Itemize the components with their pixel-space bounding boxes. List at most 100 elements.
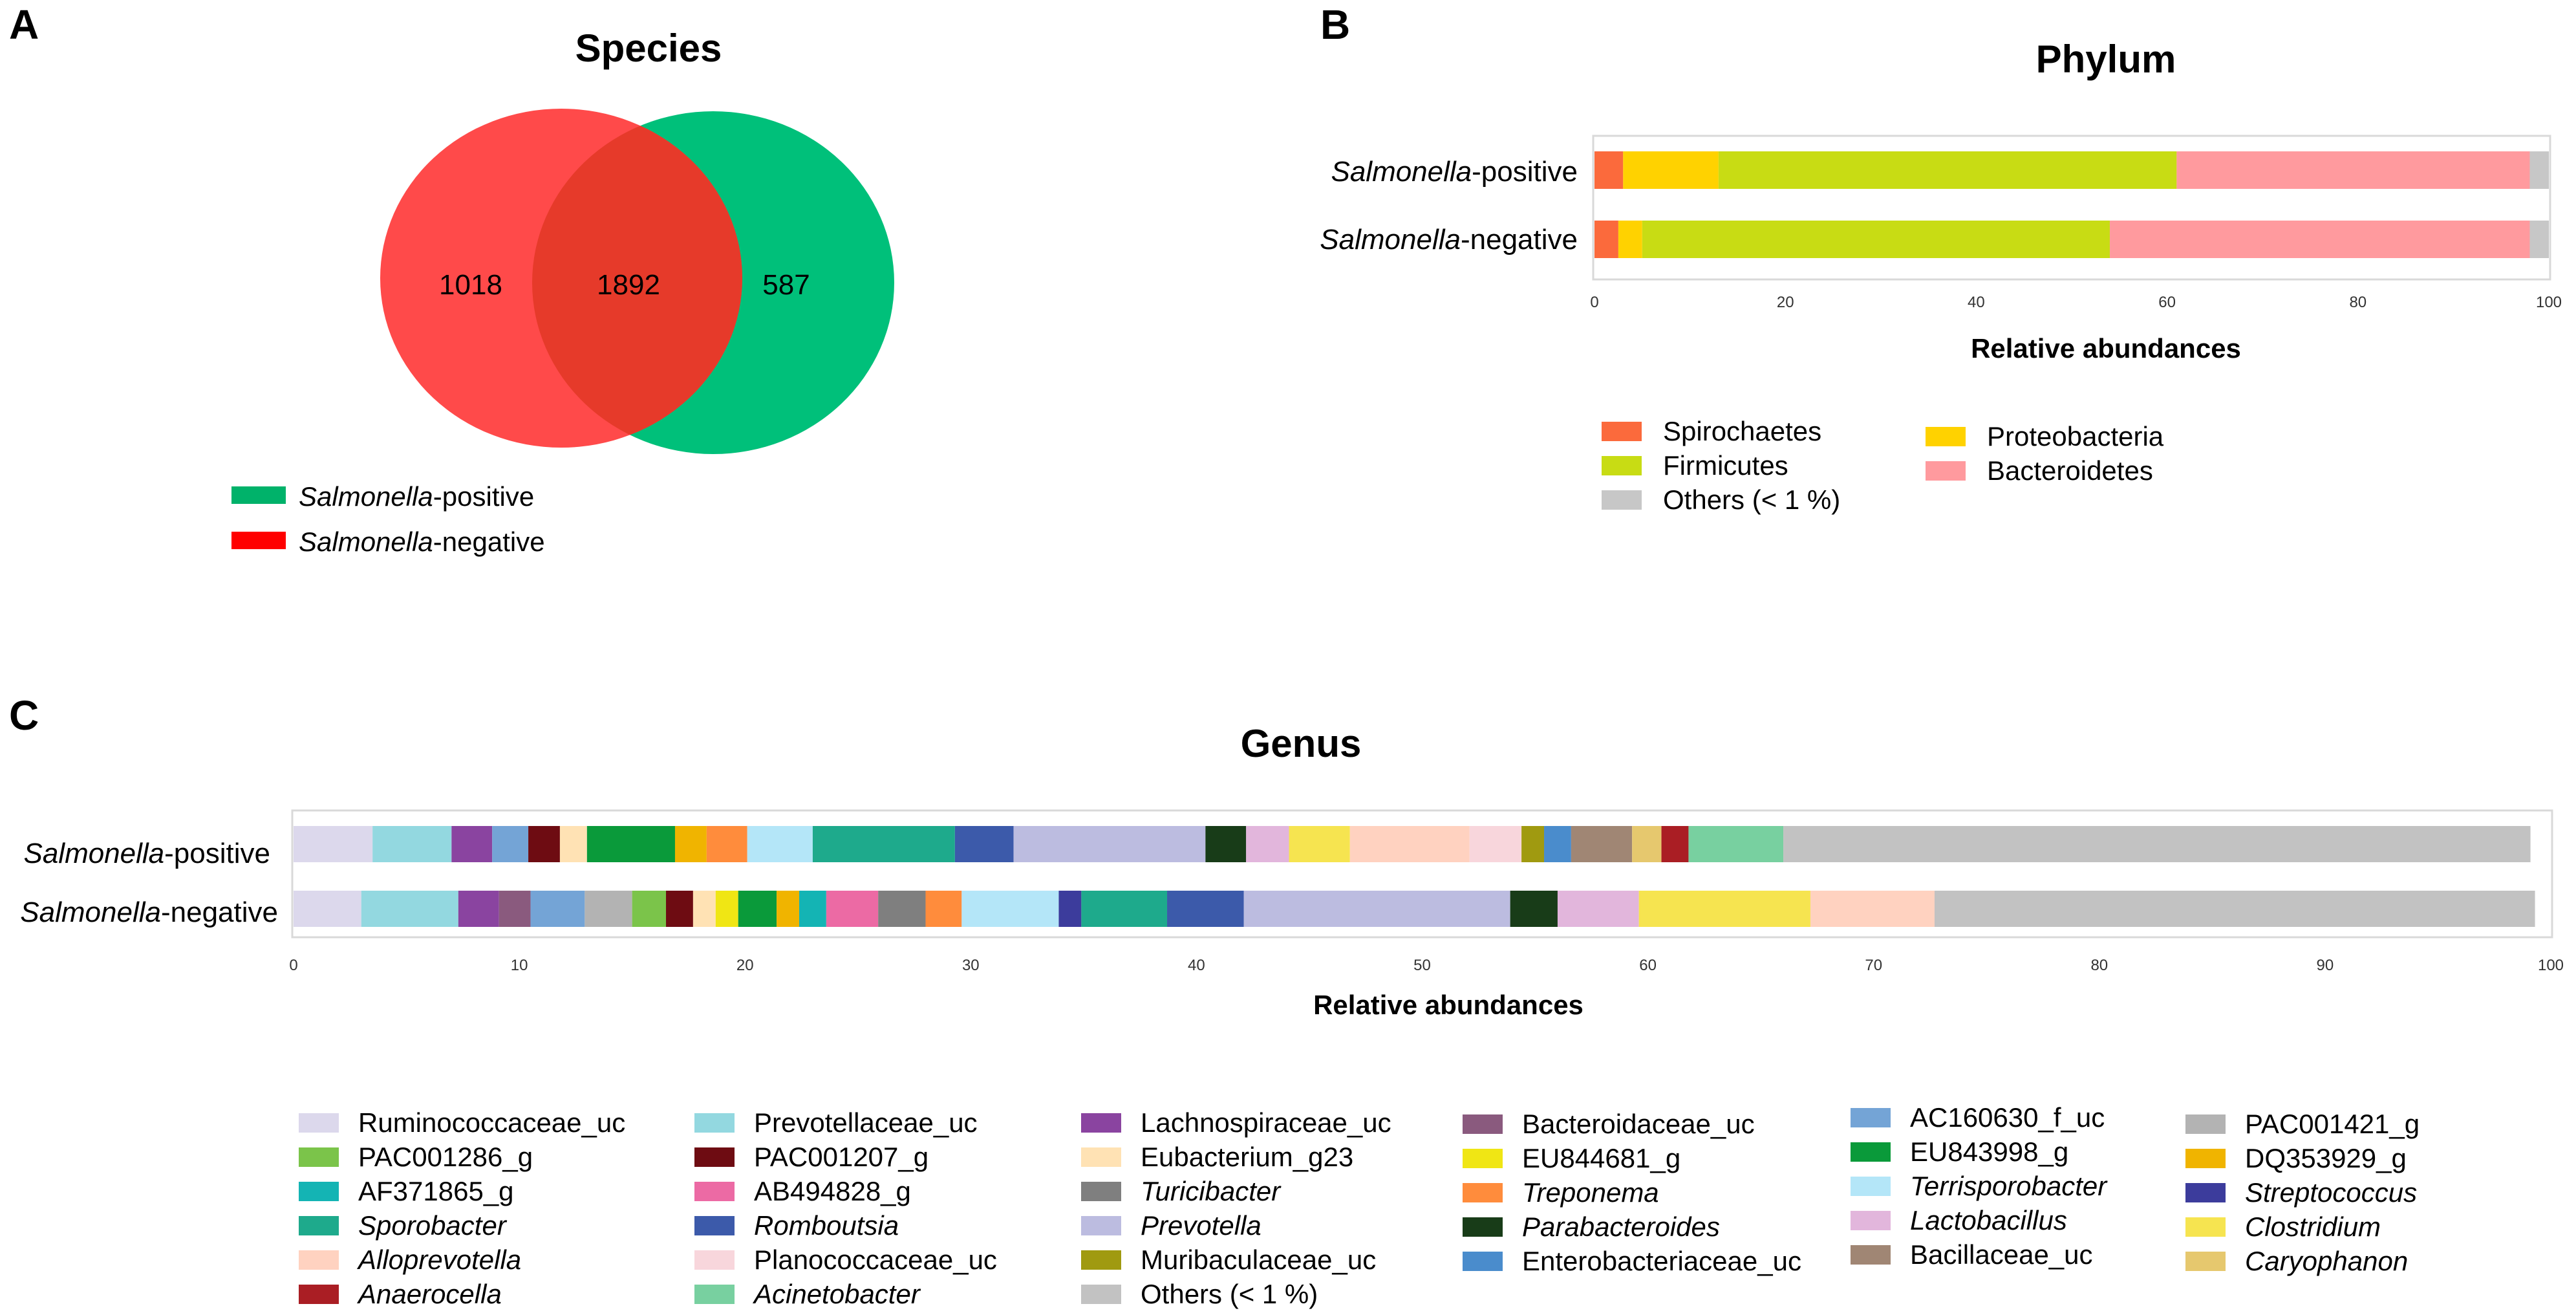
genus-bar-negative-terrisporobacter: [961, 891, 1059, 927]
genus-legend-swatch-eu844681-g: [1463, 1149, 1503, 1168]
genus-legend-label-dq353929-g: DQ353929_g: [2245, 1143, 2407, 1173]
venn-legend-label-negative: Salmonella-negative: [299, 527, 545, 557]
genus-legend-label-af371865-g: AF371865_g: [358, 1176, 514, 1206]
genus-legend-swatch-ruminococcaceae-uc: [299, 1113, 339, 1133]
venn-legend-swatch-positive: [231, 486, 286, 504]
genus-bar-positive-treponema: [706, 826, 747, 862]
genus-bar-negative-af371865-g: [799, 891, 826, 927]
phylum-legend-swatch-bacteroidetes: [1926, 461, 1966, 481]
phylum-legend-label-firmicutes: Firmicutes: [1663, 450, 1788, 481]
genus-legend-label-bacteroidaceae-uc: Bacteroidaceae_uc: [1522, 1109, 1755, 1139]
genus-bar-positive-caryophanon: [1632, 826, 1662, 862]
phylum-bar-negative-firmicutes: [1642, 221, 2110, 258]
genus-bar-negative-pac001421-g: [585, 891, 632, 927]
genus-bar-positive-bacillaceae-uc: [1571, 826, 1633, 862]
phylum-bars: [1594, 151, 2549, 258]
genus-legend-swatch-others-1: [1081, 1285, 1121, 1304]
genus-x-tick: 70: [1865, 957, 1882, 974]
genus-legend-swatch-prevotella: [1081, 1216, 1121, 1235]
genus-legend-swatch-terrisporobacter: [1851, 1177, 1891, 1196]
genus-legend-label-ab494828-g: AB494828_g: [754, 1176, 911, 1206]
phylum-bar-positive-firmicutes: [1718, 151, 2177, 189]
genus-bar-positive-eu843998-g: [586, 826, 675, 862]
genus-legend-swatch-bacteroidaceae-uc: [1463, 1114, 1503, 1134]
genus-legend-swatch-clostridium: [2185, 1217, 2226, 1237]
genus-bar-positive-pac001207-g: [528, 826, 560, 862]
genus-legend-swatch-planococcaceae-uc: [694, 1250, 735, 1270]
genus-bar-positive-others-1: [1783, 826, 2531, 862]
venn-title: Species: [575, 27, 722, 70]
venn-legend-label-positive: Salmonella-positive: [299, 481, 534, 512]
genus-legend-label-eu843998-g: EU843998_g: [1910, 1136, 2068, 1167]
genus-x-tick: 10: [511, 957, 528, 974]
genus-legend-label-enterobacteriaceae-uc: Enterobacteriaceae_uc: [1522, 1246, 1801, 1276]
genus-legend-label-prevotella: Prevotella: [1141, 1210, 1261, 1241]
genus-bar-positive-planococcaceae-uc: [1469, 826, 1522, 862]
genus-legend-swatch-acinetobacter: [694, 1285, 735, 1304]
phylum-bar-positive-spirochaetes: [1594, 151, 1624, 189]
genus-bar-positive-alloprevotella: [1349, 826, 1470, 862]
phylum-x-axis-label: Relative abundances: [1971, 333, 2241, 364]
genus-bar-positive-lachnospiraceae-uc: [451, 826, 493, 862]
genus-legend-swatch-prevotellaceae-uc: [694, 1113, 735, 1133]
genus-legend-label-caryophanon: Caryophanon: [2245, 1246, 2408, 1276]
genus-bar-positive-parabacteroides: [1205, 826, 1247, 862]
phylum-x-tick: 80: [2349, 294, 2367, 311]
venn-overlap: [532, 111, 742, 448]
genus-legend-swatch-bacillaceae-uc: [1851, 1245, 1891, 1265]
genus-bar-negative-ab494828-g: [826, 891, 879, 927]
genus-x-tick: 40: [1188, 957, 1205, 974]
genus-legend-label-prevotellaceae-uc: Prevotellaceae_uc: [754, 1107, 978, 1138]
genus-legend: Ruminococcaceae_ucPAC001286_gAF371865_gS…: [299, 1102, 2420, 1309]
genus-legend-swatch-treponema: [1463, 1183, 1503, 1202]
genus-bar-positive-prevotella: [1013, 826, 1206, 862]
genus-legend-swatch-lactobacillus: [1851, 1211, 1891, 1230]
genus-legend-swatch-streptococcus: [2185, 1183, 2226, 1202]
genus-bar-positive-lactobacillus: [1246, 826, 1289, 862]
phylum-bar-positive-bacteroidetes: [2176, 151, 2530, 189]
phylum-legend-label-others-1: Others (< 1 %): [1663, 484, 1840, 515]
phylum-legend-swatch-firmicutes: [1602, 456, 1642, 475]
phylum-x-tick: 0: [1590, 294, 1598, 311]
genus-bar-negative-ac160630-f-uc: [530, 891, 585, 927]
genus-legend-label-pac001421-g: PAC001421_g: [2245, 1109, 2420, 1139]
genus-legend-label-acinetobacter: Acinetobacter: [752, 1279, 921, 1309]
genus-legend-label-eubacterium-g23: Eubacterium_g23: [1141, 1142, 1353, 1172]
phylum-bar-positive-others-1: [2529, 151, 2549, 189]
phylum-legend-swatch-proteobacteria: [1926, 427, 1966, 446]
genus-legend-label-muribaculaceae-uc: Muribaculaceae_uc: [1141, 1244, 1376, 1275]
phylum-x-tick: 60: [2158, 294, 2176, 311]
genus-bar-negative-sporobacter: [1081, 891, 1168, 927]
genus-legend-label-ruminococcaceae-uc: Ruminococcaceae_uc: [358, 1107, 625, 1138]
genus-bar-negative-clostridium: [1638, 891, 1810, 927]
phylum-x-tick: 100: [2536, 294, 2562, 311]
genus-legend-swatch-parabacteroides: [1463, 1217, 1503, 1237]
genus-x-tick: 30: [962, 957, 980, 974]
genus-bar-positive-ruminococcaceae-uc: [294, 826, 373, 862]
genus-x-tick: 60: [1639, 957, 1657, 974]
genus-legend-label-sporobacter: Sporobacter: [358, 1210, 508, 1241]
genus-legend-swatch-anaerocella: [299, 1285, 339, 1304]
phylum-legend-label-spirochaetes: Spirochaetes: [1663, 416, 1821, 446]
venn-legend: Salmonella-positive Salmonella-negative: [231, 481, 545, 557]
genus-x-tick: 90: [2317, 957, 2334, 974]
panel-letter-a: A: [9, 1, 39, 48]
phylum-x-tick: 40: [1968, 294, 1985, 311]
genus-legend-label-turicibacter: Turicibacter: [1141, 1176, 1282, 1206]
genus-bar-positive-muribaculaceae-uc: [1521, 826, 1545, 862]
genus-legend-label-ac160630-f-uc: AC160630_f_uc: [1910, 1102, 2105, 1133]
phylum-legend-label-bacteroidetes: Bacteroidetes: [1987, 455, 2153, 486]
genus-legend-swatch-pac001286-g: [299, 1147, 339, 1167]
venn-count-positive-only: 587: [762, 269, 810, 301]
genus-legend-swatch-ab494828-g: [694, 1182, 735, 1201]
genus-legend-swatch-alloprevotella: [299, 1250, 339, 1270]
genus-bar-negative-eubacterium-g23: [692, 891, 716, 927]
venn-count-negative-only: 1018: [439, 269, 502, 301]
genus-bar-negative-romboutsia: [1167, 891, 1244, 927]
genus-category-negative: Salmonella-negative: [20, 897, 278, 928]
genus-x-tick: 0: [289, 957, 297, 974]
phylum-bar-negative-proteobacteria: [1618, 221, 1642, 258]
genus-legend-label-pac001286-g: PAC001286_g: [358, 1142, 533, 1172]
genus-legend-label-pac001207-g: PAC001207_g: [754, 1142, 928, 1172]
